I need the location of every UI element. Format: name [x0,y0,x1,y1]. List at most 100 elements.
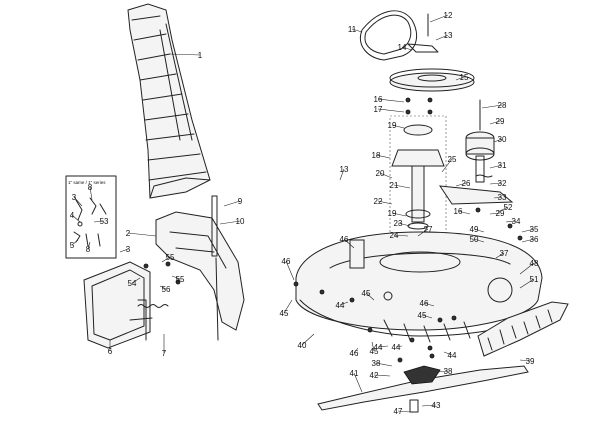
callout-46: 46 [420,299,429,308]
callout-leader-43 [421,404,437,407]
mower-blade [317,365,529,413]
callout-leader-9 [223,200,241,207]
callout-38: 38 [444,367,453,376]
callout-leader-44 [395,345,403,348]
callout-45: 45 [418,311,427,320]
spindle-assembly [389,115,447,247]
callout-leader-44 [339,301,349,306]
callout-leader-45 [421,314,433,319]
callout-leader-11 [351,28,363,33]
callout-leader-55 [171,275,181,280]
callout-44: 44 [448,351,457,360]
cutting-deck [295,231,543,331]
idler-pulley [465,99,495,183]
callout-leader-13 [339,168,345,181]
callout-21: 21 [390,181,399,190]
callout-50: 50 [470,235,479,244]
callout-55: 55 [166,253,175,262]
callout-leader-27 [417,228,429,237]
callout-leader-51 [519,278,535,289]
callout-7: 7 [162,349,167,358]
callout-1: 1 [198,51,203,60]
callout-19: 19 [388,121,397,130]
callout-leader-25 [441,158,453,173]
callout-leader-19 [391,124,405,129]
callout-3: 3 [126,245,131,254]
callout-leader-24 [393,234,409,237]
callout-leader-45 [371,341,375,352]
callout-43: 43 [432,401,441,410]
callout-leader-17 [377,108,405,113]
callout-35: 35 [530,225,539,234]
callout-18: 18 [372,151,381,160]
callout-29: 29 [496,209,505,218]
grass-chute [127,3,211,199]
callout-leader-50 [473,238,485,243]
callout-leader-26 [455,182,467,187]
callout-14: 14 [398,43,407,52]
callout-leader-53 [93,220,105,223]
inset-heading: 1" same / 1" series [68,180,106,185]
callout-56: 56 [162,285,171,294]
callout-32: 32 [498,179,507,188]
callout-15: 15 [460,73,469,82]
callout-leader-12 [429,14,449,23]
callout-leader-20 [379,172,393,179]
callout-20: 20 [376,169,385,178]
idler-arm-top [407,13,439,53]
callout-11: 11 [348,25,357,34]
callout-leader-29 [489,212,501,215]
callout-leader-14 [401,46,413,51]
callout-leader-29 [489,120,501,125]
callout-leader-46 [343,238,355,249]
callout-10: 10 [236,217,245,226]
callout-leader-28 [481,104,503,109]
callout-leader-34 [505,220,517,223]
callout-leader-46 [423,302,435,307]
callout-31: 31 [498,161,507,170]
callout-33: 33 [498,193,507,202]
callout-leader-45 [283,299,293,314]
callout-30: 30 [498,135,507,144]
callout-44: 44 [392,343,401,352]
callout-leader-13 [435,34,449,41]
hinge-spring [137,304,169,308]
callout-leader-41 [353,372,363,393]
callout-45: 45 [370,347,379,356]
callout-26: 26 [462,179,471,188]
callout-44: 44 [374,343,383,352]
callout-40: 40 [298,341,307,350]
callout-leader-49 [473,228,485,233]
callout-34: 34 [512,217,521,226]
callout-3: 3 [72,193,77,202]
callout-46: 46 [282,257,291,266]
callout-5: 5 [70,241,75,250]
callout-38: 38 [372,359,381,368]
callout-leader-55 [161,256,171,263]
callout-leader-30 [493,138,503,143]
callout-leader-46 [285,260,295,281]
callout-6: 6 [108,347,113,356]
mount-kit-inset [65,175,117,259]
callout-2: 2 [126,229,131,238]
callout-leader-16 [377,98,405,103]
callout-36: 36 [530,235,539,244]
callout-12: 12 [444,11,453,20]
callout-49: 49 [470,225,479,234]
callout-leader-10 [219,220,241,225]
callout-53: 53 [100,217,109,226]
callout-leader-18 [375,154,391,159]
callout-22: 22 [374,197,383,206]
leader-lines [71,14,535,413]
callout-28: 28 [498,101,507,110]
callout-13: 13 [340,165,349,174]
callout-leader-44 [377,345,389,348]
callout-13: 13 [444,31,453,40]
callout-39: 39 [526,357,535,366]
callout-23: 23 [394,219,403,228]
callout-leader-15 [455,76,465,81]
callout-44: 44 [336,301,345,310]
callout-leader-46 [353,347,359,354]
